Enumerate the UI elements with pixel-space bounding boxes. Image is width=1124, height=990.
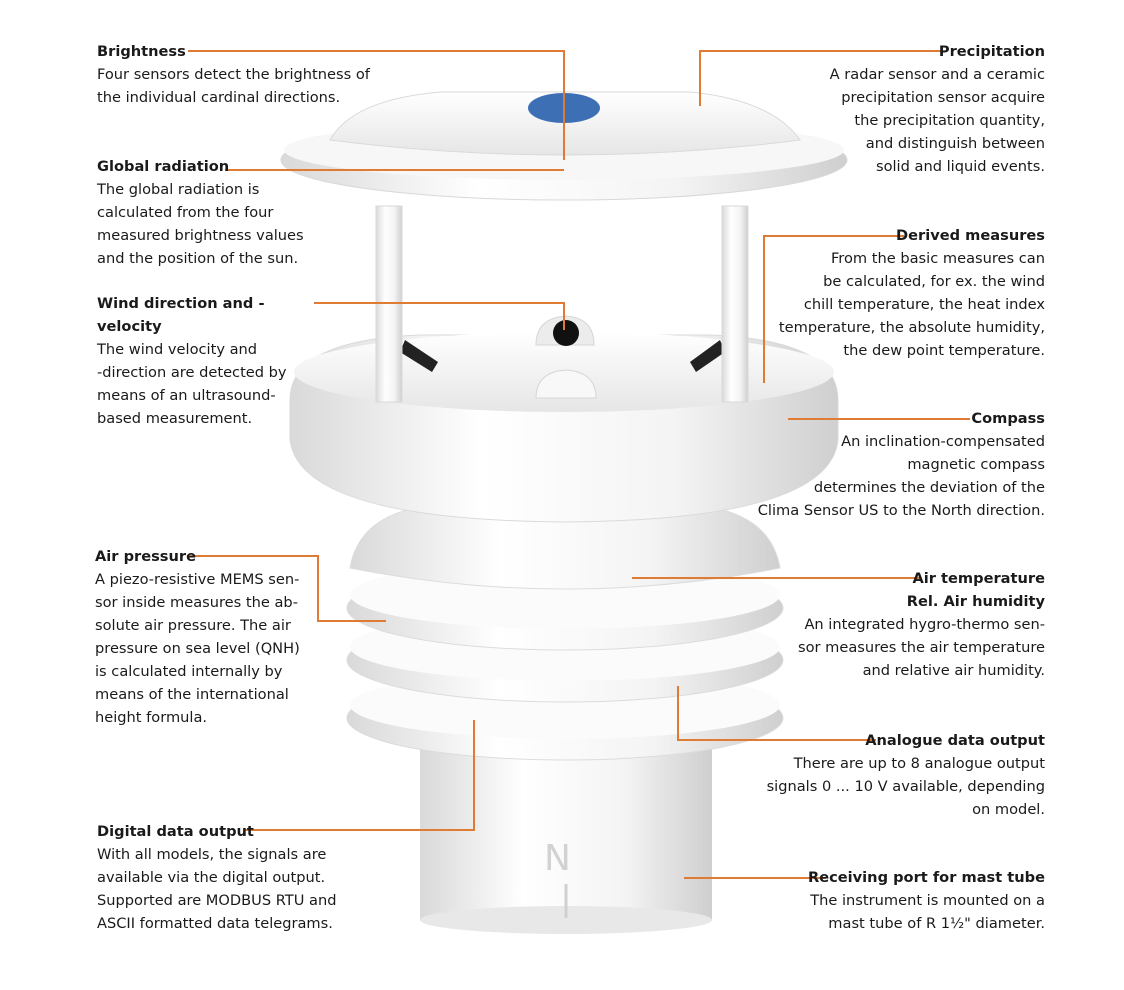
callout-body: The wind velocity and -direction are det… [97,341,287,427]
leader-air-pressure [190,555,386,622]
callout-title: Global radiation [97,158,230,175]
callout-wind: Wind direction and -velocity The wind ve… [97,292,327,430]
callout-body: With all models, the signals are availab… [97,846,337,932]
callout-brightness: Brightness Four sensors detect the brigh… [97,40,397,109]
north-mark: N [544,838,572,879]
radiation-shield [346,504,784,761]
callout-title: Wind direction and -velocity [97,295,265,335]
callout-title: Analogue data output [865,732,1045,749]
callout-body: From the basic measures can be calculate… [778,250,1045,359]
leader-wind [314,302,565,330]
callout-global-radiation: Global radiation The global radiation is… [97,155,337,270]
callout-title: Digital data output [97,823,254,840]
callout-title: Receiving port for mast tube [807,869,1045,886]
callout-mast: Receiving port for mast tube The instrum… [745,866,1045,935]
leader-brightness [188,50,565,160]
callout-body: A piezo-resistive MEMS sen- sor inside m… [95,571,300,726]
callout-precipitation: Precipitation A radar sensor and a ceram… [775,40,1045,178]
callout-body: An inclination-compensated magnetic comp… [757,433,1045,519]
leader-digital-output [244,720,475,831]
callout-title: Compass [971,410,1045,427]
callout-air-pressure: Air pressure A piezo-resistive MEMS sen-… [95,545,335,729]
callout-title: Brightness [97,43,186,60]
callout-body: Four sensors detect the brightness of th… [97,66,370,106]
callout-digital-output: Digital data output With all models, the… [97,820,367,935]
leader-analogue [677,686,876,741]
leader-derived [763,235,904,383]
callout-compass: Compass An inclination-compensated magne… [745,407,1045,522]
callout-body: There are up to 8 analogue output signal… [766,755,1045,818]
callout-air-temp: Air temperature Rel. Air humidity An int… [745,567,1045,682]
main-housing [289,315,839,523]
leader-lines [188,50,970,879]
callout-title: Air pressure [95,548,196,565]
callout-body: A radar sensor and a ceramic precipitati… [829,66,1045,175]
callout-derived: Derived measures From the basic measures… [745,224,1045,362]
mast-port [420,740,712,934]
callout-title: Air temperature Rel. Air humidity [906,570,1045,610]
callout-title: Derived measures [896,227,1045,244]
callout-body: An integrated hygro-thermo sen- sor meas… [797,616,1045,679]
callout-title: Precipitation [938,43,1045,60]
callout-analogue-output: Analogue data output There are up to 8 a… [745,729,1045,821]
callout-body: The global radiation is calculated from … [97,181,304,267]
leader-precipitation [699,50,943,106]
callout-body: The instrument is mounted on a mast tube… [810,892,1045,932]
